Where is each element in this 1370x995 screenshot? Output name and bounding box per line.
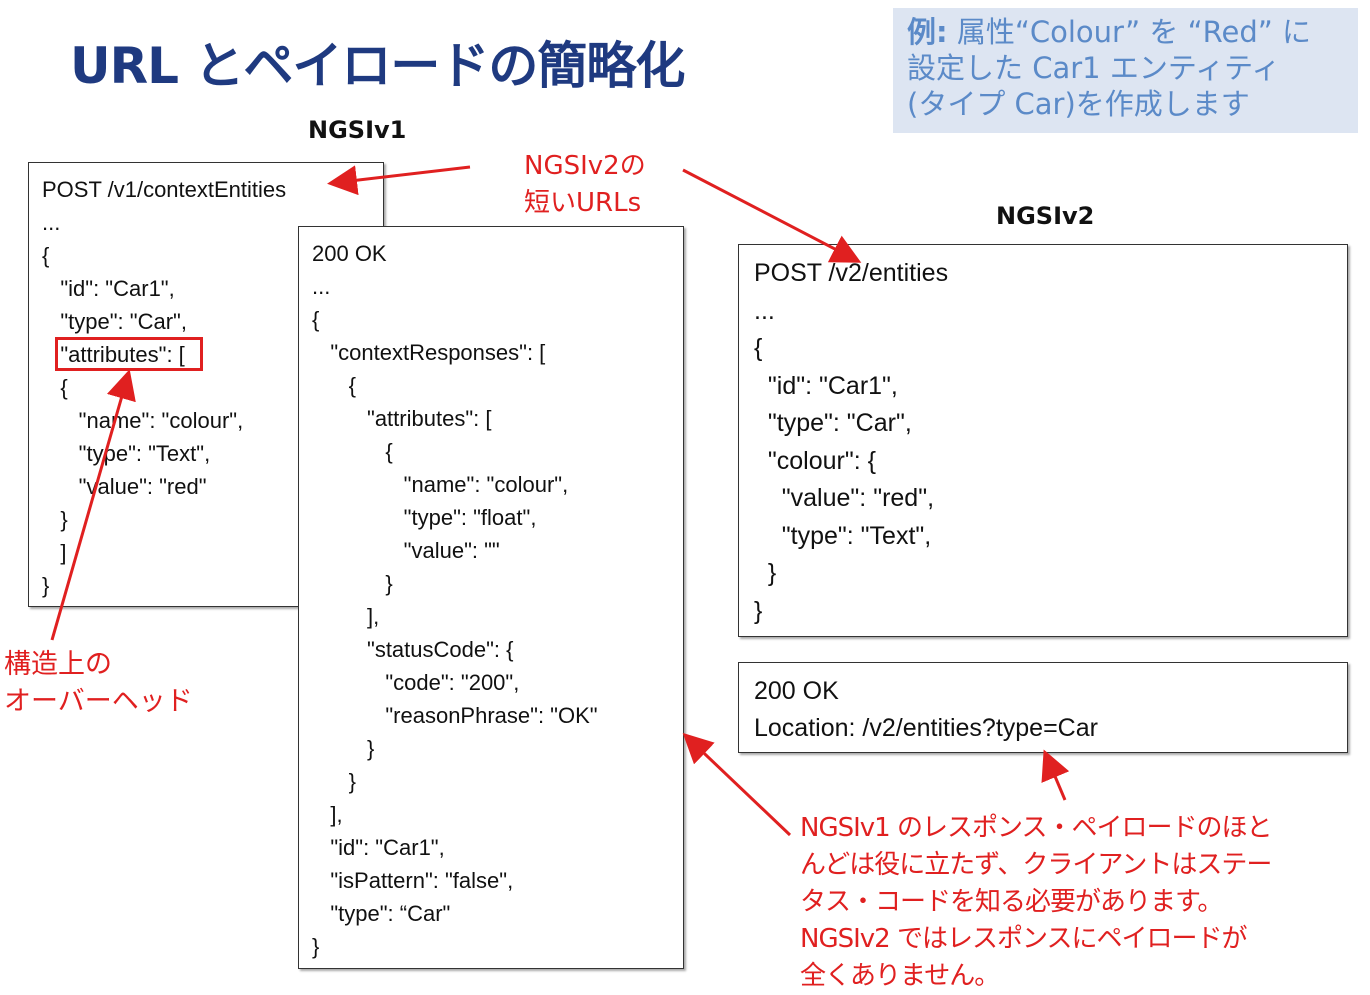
v1-response-code: 200 OK ... { "contextResponses": [ { "at… — [312, 241, 598, 959]
example-callout: 例: 属性“Colour” を “Red” に 設定した Car1 エンティティ… — [893, 8, 1358, 133]
short-urls-note: NGSIv2の 短いURLs — [524, 151, 646, 218]
v2-request-box: POST /v2/entities ... { "id": "Car1", "t… — [738, 244, 1348, 637]
v2-response-box: 200 OK Location: /v2/entities?type=Car — [738, 662, 1348, 753]
arrow-to-v2-url — [682, 168, 862, 263]
example-label: 例: — [907, 15, 948, 49]
v2-request-code: POST /v2/entities ... { "id": "Car1", "t… — [754, 259, 949, 625]
overhead-note: 構造上の オーバーヘッド — [4, 649, 193, 717]
arrow-to-v1-url — [327, 165, 471, 196]
ngsiv1-header: NGSIv1 — [308, 116, 407, 144]
arrow-to-v1-response — [682, 732, 792, 837]
arrow-to-v2-response — [1041, 749, 1070, 801]
v2-response-code: 200 OK Location: /v2/entities?type=Car — [754, 677, 1098, 742]
v1-response-box: 200 OK ... { "contextResponses": [ { "at… — [298, 226, 684, 969]
v1-request-code: POST /v1/contextEntities ... { "id": "Ca… — [42, 177, 287, 598]
arrow-to-attributes — [50, 369, 136, 641]
ngsiv2-header: NGSIv2 — [996, 202, 1095, 230]
response-note: NGSIv1 のレスポンス・ペイロードのほと んどは役に立たず、クライアントはス… — [800, 813, 1272, 991]
example-text: 属性“Colour” を “Red” に 設定した Car1 エンティティ (タ… — [907, 15, 1311, 121]
slide-title: URL とペイロードの簡略化 — [70, 37, 685, 95]
